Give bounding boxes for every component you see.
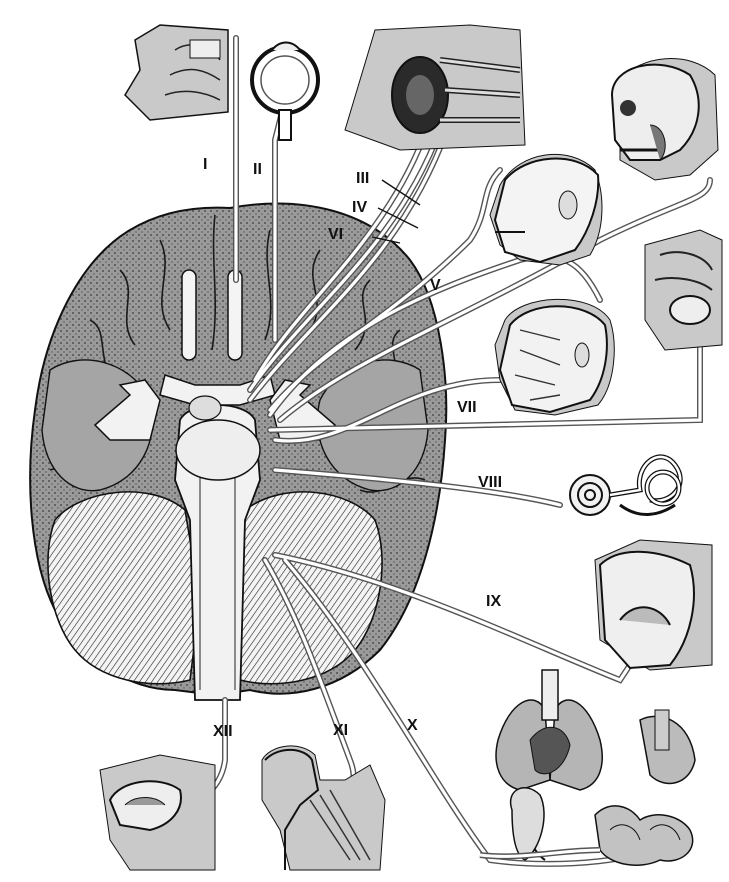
label-nerve-iii: III — [356, 171, 369, 187]
tongue-icon — [100, 755, 215, 870]
orbit-muscles-icon — [345, 25, 525, 150]
nasopharynx-icon — [645, 230, 722, 350]
label-nerve-vi: VI — [328, 227, 343, 243]
label-nerve-ii: II — [253, 162, 262, 178]
label-nerve-vii: VII — [457, 400, 477, 416]
nasal-cavity-icon — [125, 25, 228, 120]
neck-muscle-icon — [262, 746, 385, 870]
label-nerve-xi: XI — [333, 723, 348, 739]
mouth-throat-icon — [595, 540, 712, 670]
face-profile-icon — [490, 154, 602, 265]
label-nerve-xii: XII — [213, 724, 233, 740]
eyeball-icon — [252, 43, 318, 141]
label-nerve-iv: IV — [352, 200, 367, 216]
thoracic-organs-icon — [496, 670, 695, 865]
inner-ear-icon — [570, 457, 680, 515]
label-nerve-i: I — [203, 157, 207, 173]
label-nerve-viii: VIII — [478, 475, 502, 491]
cerebellum — [48, 492, 200, 684]
pons — [176, 420, 260, 480]
facial-muscles-icon — [495, 299, 614, 415]
label-nerve-ix: IX — [486, 594, 501, 610]
label-nerve-x: X — [407, 718, 418, 734]
label-nerve-v: V — [430, 278, 441, 294]
skull-jaw-icon — [612, 59, 718, 180]
